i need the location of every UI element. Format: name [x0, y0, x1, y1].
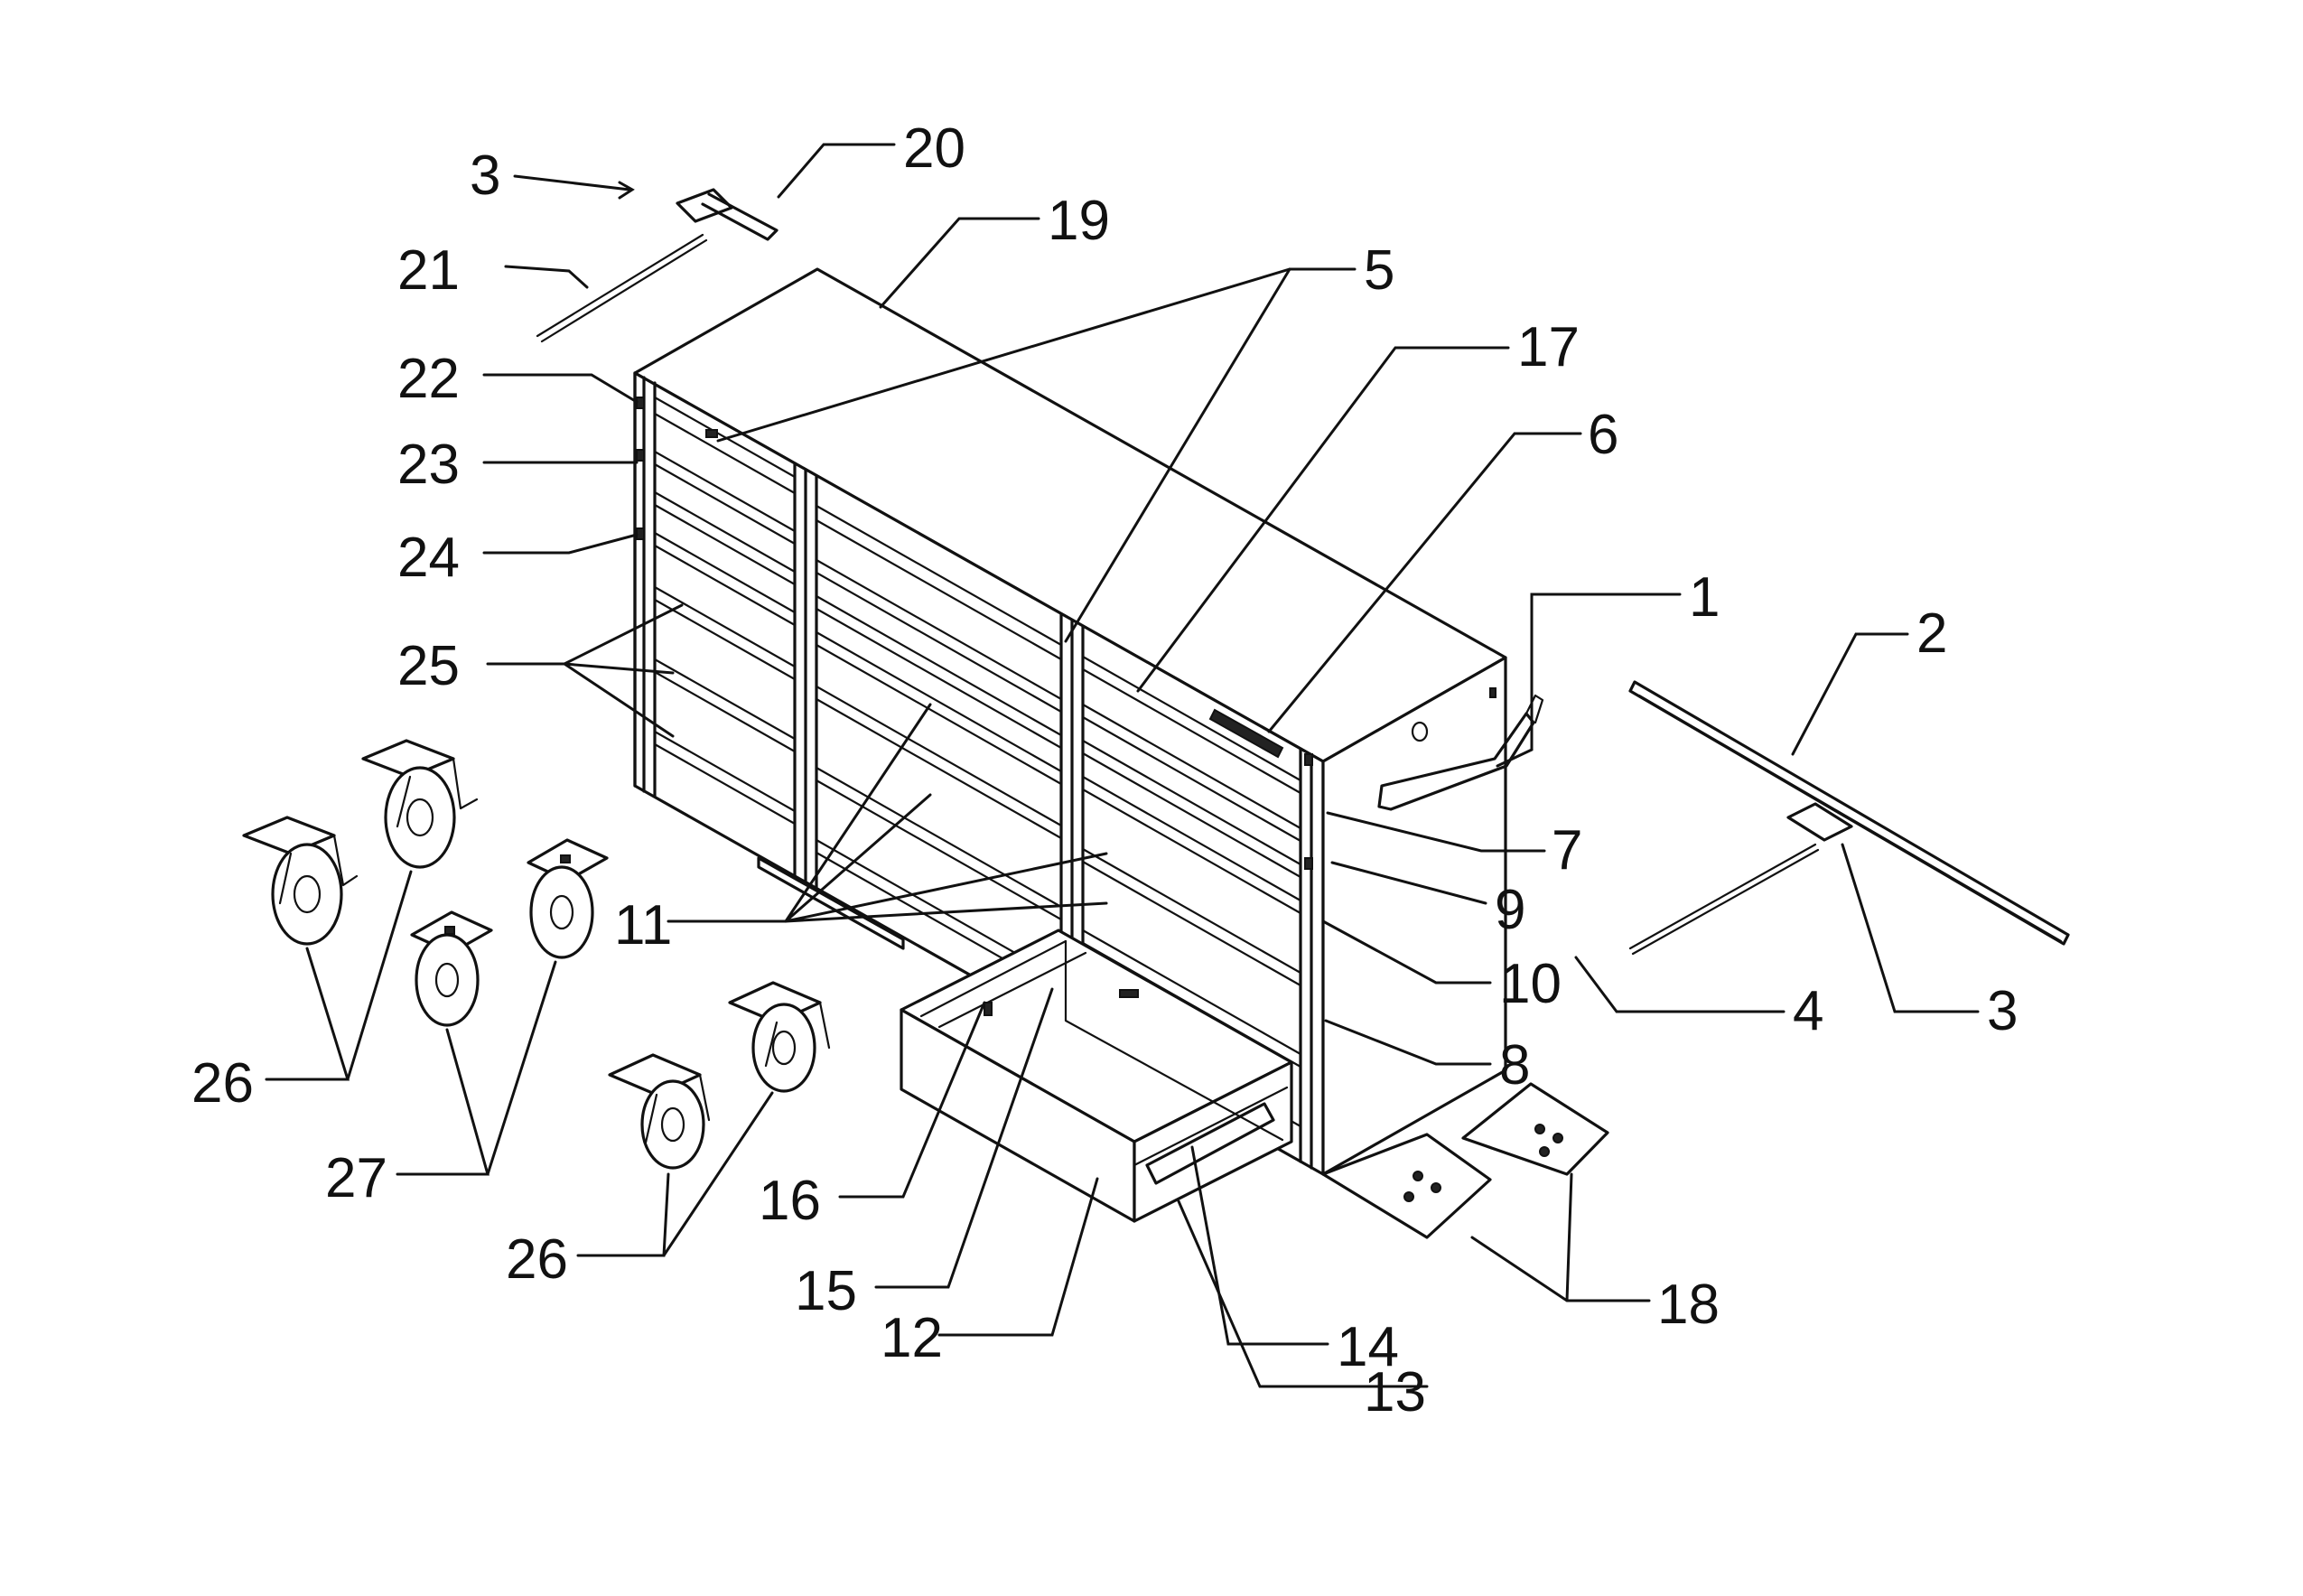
rigid-caster: [410, 910, 493, 1027]
callout-24: 24: [397, 527, 460, 589]
lock-badge: [1208, 708, 1284, 759]
callout-18: 18: [1657, 1274, 1720, 1336]
callout-3: 3: [470, 145, 500, 207]
rigid-caster: [527, 838, 609, 959]
callout-11: 11: [614, 894, 672, 957]
side-handle: [1377, 712, 1535, 811]
top-bracket-assembly: [536, 188, 779, 343]
center-drawer-bank: [815, 504, 1063, 994]
callout-21: 21: [397, 239, 460, 302]
callout-19: 19: [1048, 190, 1110, 252]
left-drawer-bank: [653, 396, 797, 826]
swivel-caster-brake: [608, 1053, 711, 1170]
callout-20: 20: [903, 117, 965, 180]
callout-12: 12: [881, 1307, 943, 1369]
swivel-caster-brake: [361, 739, 479, 869]
callout-14: 14: [1337, 1316, 1399, 1378]
callout-labels: 1 2 3 3 4 5 6 7 8 9 10 11 12 13 14 15 16…: [191, 117, 2018, 1423]
callout-13: 13: [1364, 1361, 1426, 1423]
callout-27: 27: [325, 1147, 387, 1209]
right-frame-upright: [1299, 747, 1313, 1170]
callout-1: 1: [1689, 566, 1720, 629]
leader-lines: [265, 143, 1980, 1388]
callout-6: 6: [1588, 404, 1618, 466]
callout-9: 9: [1495, 879, 1525, 941]
callout-26: 26: [191, 1052, 254, 1115]
center-divider-upright: [793, 462, 818, 891]
caster-group: [242, 739, 831, 1170]
callout-23: 23: [397, 434, 460, 496]
callout-4: 4: [1793, 980, 1823, 1042]
callout-10: 10: [1499, 953, 1562, 1015]
callout-16: 16: [759, 1170, 821, 1232]
callout-5: 5: [1364, 239, 1394, 302]
right-side-panel: [1321, 656, 1507, 1176]
callout-26: 26: [506, 1228, 568, 1291]
callout-2: 2: [1916, 602, 1947, 665]
side-rail-assembly: [1628, 680, 2070, 956]
swivel-caster-brake: [242, 816, 359, 946]
callout-7: 7: [1552, 819, 1582, 882]
cabinet-body: [633, 267, 1544, 1176]
swivel-caster-brake: [728, 981, 831, 1093]
callout-3: 3: [1987, 980, 2018, 1042]
callout-8: 8: [1499, 1034, 1530, 1097]
mounting-plates: [1321, 1082, 1609, 1239]
side-rail: [1628, 680, 2070, 946]
callout-25: 25: [397, 635, 460, 697]
callout-15: 15: [795, 1260, 857, 1322]
base-rail: [757, 856, 905, 950]
callout-22: 22: [397, 348, 460, 410]
callout-17: 17: [1517, 316, 1580, 378]
